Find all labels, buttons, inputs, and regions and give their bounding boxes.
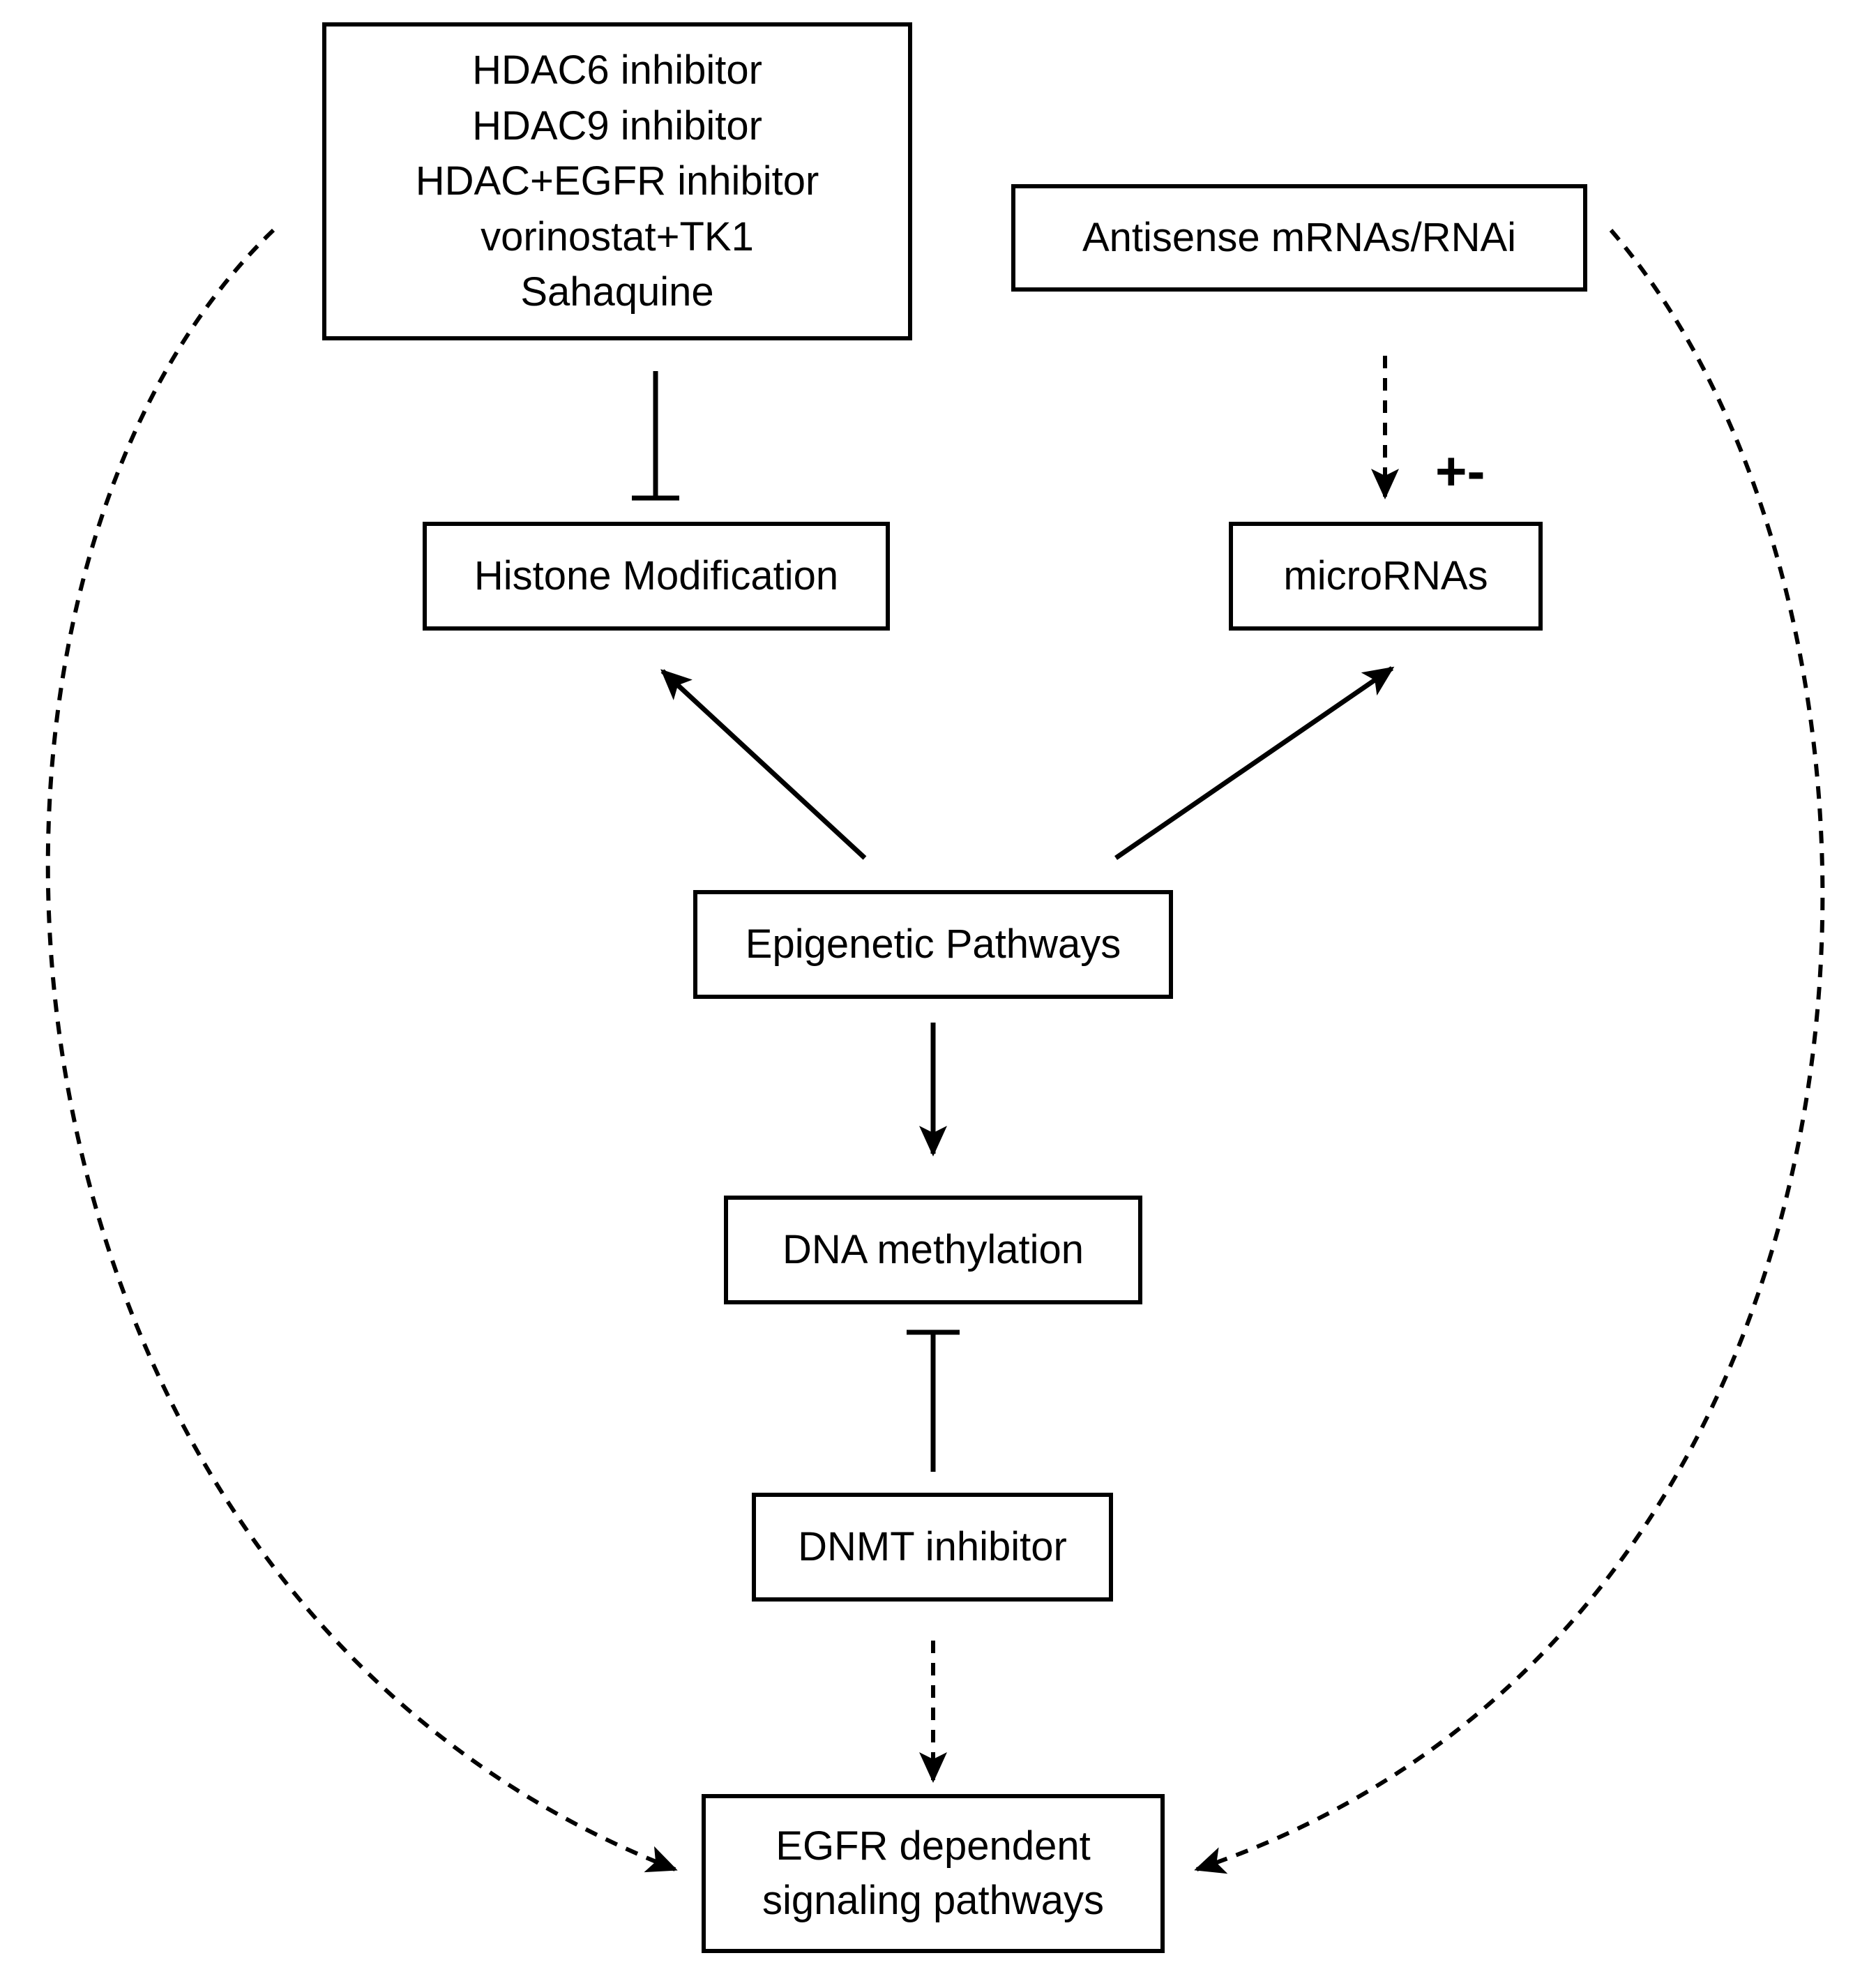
inhibitor-label-sahaquine: Sahaquine: [520, 269, 714, 315]
hdac-inhibitors-box: HDAC6 inhibitor HDAC9 inhibitor HDAC+EGF…: [322, 22, 912, 340]
inhibitor-label-hdac-egfr: HDAC+EGFR inhibitor: [415, 158, 819, 204]
histone-modification-box: Histone Modification: [423, 522, 890, 631]
epigenetic-pathways-box: Epigenetic Pathways: [693, 890, 1173, 999]
dnmt-inhibitor-box: DNMT inhibitor: [752, 1493, 1113, 1602]
epigenetic-pathways-label: Epigenetic Pathways: [745, 921, 1121, 967]
antisense-box: Antisense mRNAs/RNAi: [1011, 184, 1587, 292]
micrornas-box: microRNAs: [1229, 522, 1543, 631]
dnmt-inhibitor-label: DNMT inhibitor: [798, 1524, 1067, 1570]
histone-modification-label: Histone Modification: [474, 553, 839, 599]
antisense-label: Antisense mRNAs/RNAi: [1082, 215, 1517, 261]
plus-minus-annotation: +-: [1435, 440, 1485, 502]
inhibitor-label-hdac9: HDAC9 inhibitor: [472, 103, 762, 149]
micrornas-label: microRNAs: [1283, 553, 1488, 599]
inhibitor-label-vorinostat: vorinostat+TK1: [481, 213, 754, 259]
egfr-label-line1: EGFR dependent: [776, 1823, 1091, 1869]
dna-methylation-box: DNA methylation: [724, 1196, 1142, 1304]
edge-inhibitors-to-egfr-arc: [45, 228, 678, 1873]
edge-epigenetic-to-micrornas: [1114, 666, 1395, 860]
egfr-signaling-box: EGFR dependent signaling pathways: [702, 1794, 1165, 1953]
edge-epigenetic-to-histone: [660, 669, 867, 860]
edge-antisense-to-egfr-arc: [1194, 229, 1825, 1874]
dna-methylation-label: DNA methylation: [782, 1227, 1084, 1273]
inhibitor-label-hdac6: HDAC6 inhibitor: [472, 47, 762, 93]
egfr-label-line2: signaling pathways: [762, 1878, 1105, 1923]
